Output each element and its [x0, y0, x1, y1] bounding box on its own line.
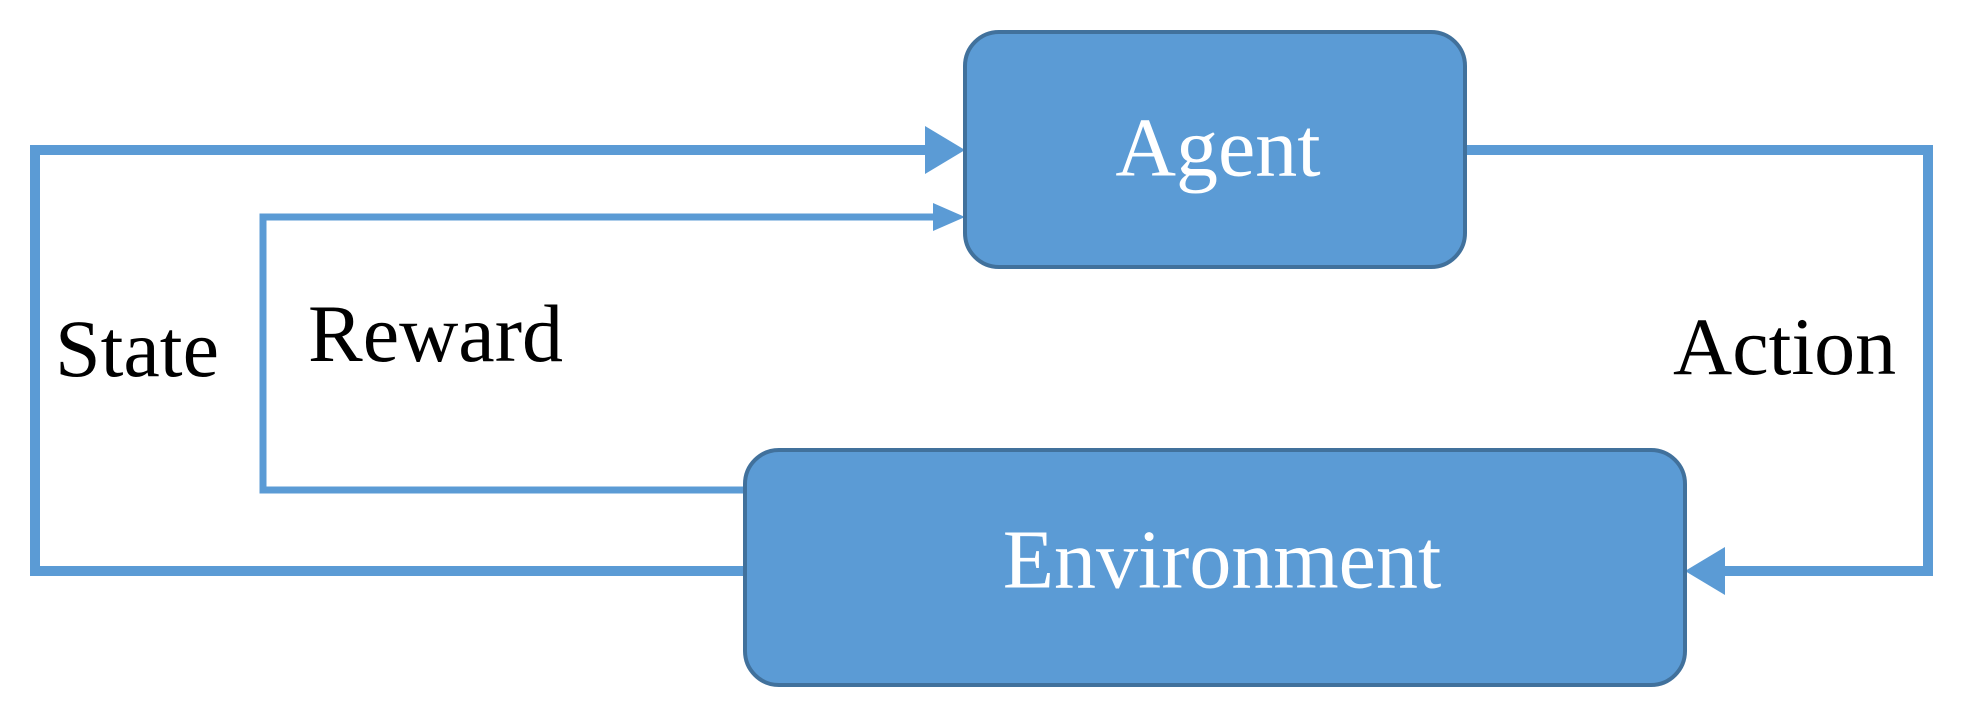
reward-label: Reward	[308, 288, 563, 379]
reward-edge-line	[259, 213, 935, 494]
agent-box	[963, 30, 1467, 269]
state-edge	[30, 126, 965, 576]
agent-label: Agent	[1115, 101, 1320, 194]
environment-node: Environment	[743, 448, 1687, 687]
environment-label: Environment	[1003, 513, 1442, 606]
reward-arrowhead	[933, 203, 965, 231]
reward-edge	[259, 203, 965, 494]
environment-box	[743, 448, 1687, 687]
agent-node: Agent	[963, 30, 1467, 269]
action-edge	[1465, 145, 1933, 595]
action-arrowhead	[1685, 547, 1725, 595]
action-edge-line	[1465, 145, 1933, 576]
state-edge-line	[30, 145, 930, 576]
state-arrowhead	[925, 126, 965, 174]
action-label: Action	[1673, 301, 1896, 392]
state-label: State	[55, 303, 219, 394]
